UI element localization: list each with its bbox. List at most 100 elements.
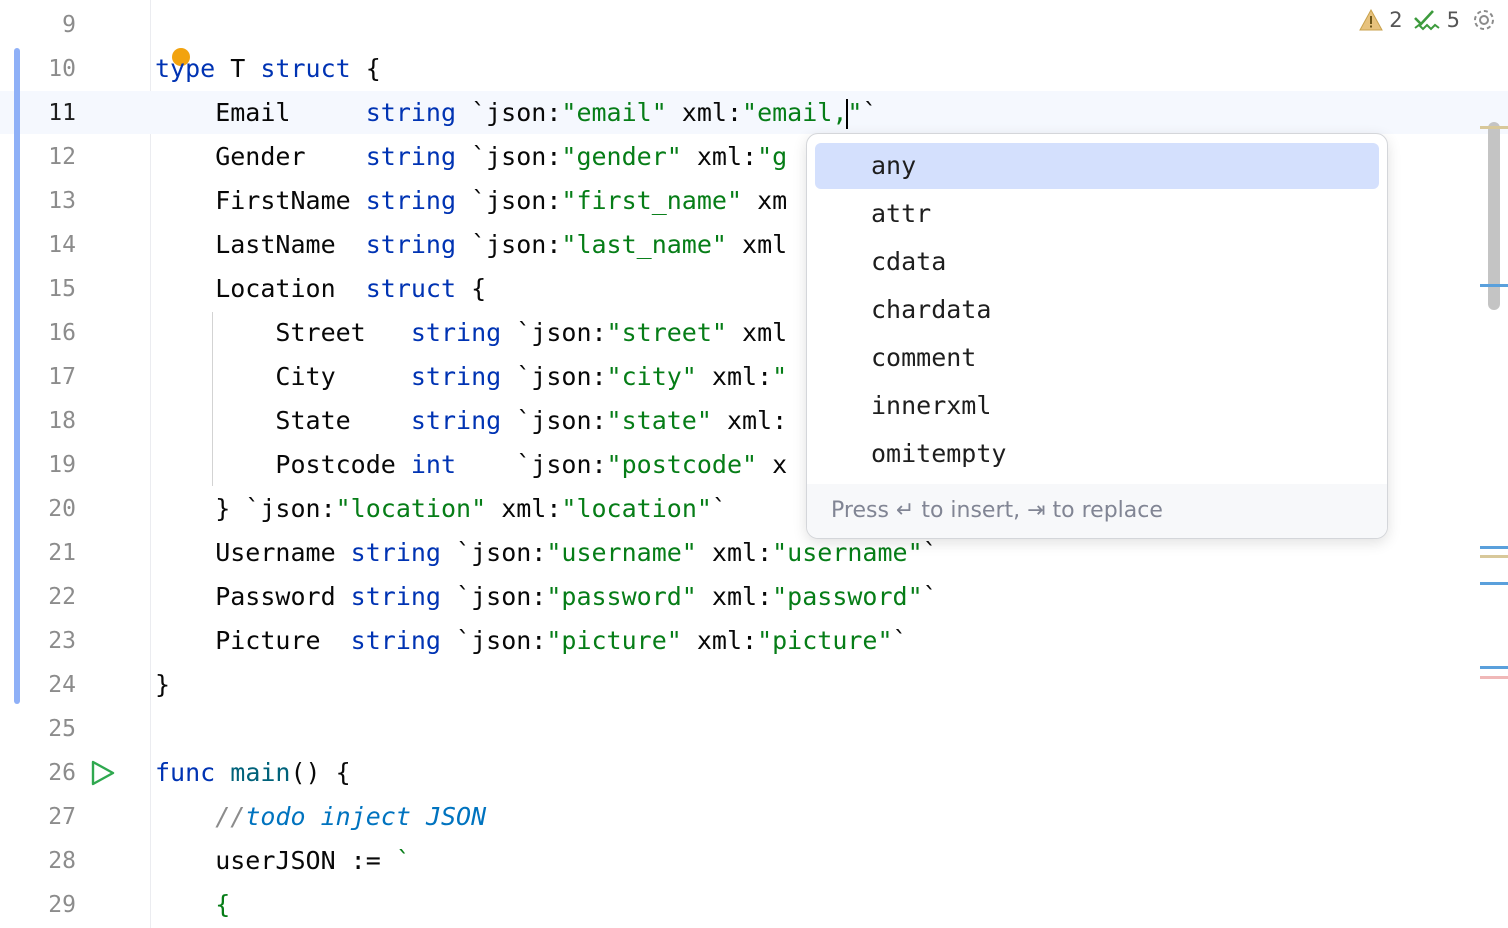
code-line-11[interactable]: Email string `json:"email" xml:"email,"` xyxy=(155,91,878,135)
line-number: 16 xyxy=(48,320,76,346)
field-name: Picture xyxy=(155,626,351,655)
code-text xyxy=(215,758,230,787)
code-line-29[interactable]: { xyxy=(155,883,230,927)
completion-item[interactable]: comment xyxy=(871,343,977,372)
string-literal: " xyxy=(847,98,863,127)
inspection-widget[interactable]: 2 5 xyxy=(1359,6,1498,34)
code-completion-popup[interactable]: any attr cdata chardata comment innerxml… xyxy=(806,133,1388,539)
field-name: City xyxy=(155,362,411,391)
code-text: xml: xyxy=(711,406,788,435)
completion-item-selected[interactable]: any xyxy=(815,143,1379,189)
code-line-13[interactable]: FirstName string `json:"first_name" xm xyxy=(155,179,787,223)
code-line-21[interactable]: Username string `json:"username" xml:"us… xyxy=(155,531,938,575)
code-text: xml: xyxy=(696,582,773,611)
code-line-16[interactable]: Street string `json:"street" xml xyxy=(155,311,787,355)
code-text: `json: xyxy=(456,230,562,259)
code-text: xml: xyxy=(681,142,758,171)
run-icon[interactable] xyxy=(89,759,117,787)
type-keyword: string xyxy=(350,626,441,655)
current-line-highlight xyxy=(0,91,1508,134)
line-number: 22 xyxy=(48,584,76,610)
code-line-28[interactable]: userJSON := ` xyxy=(155,839,411,883)
code-text: ` xyxy=(892,626,908,655)
type-keyword: string xyxy=(350,538,441,567)
code-text: `json: xyxy=(456,98,562,127)
error-stripe-marker[interactable] xyxy=(1480,284,1508,287)
error-stripe-marker[interactable] xyxy=(1480,555,1508,558)
warnings-indicator[interactable]: 2 xyxy=(1359,8,1403,32)
line-number: 14 xyxy=(48,232,76,258)
type-keyword: string xyxy=(365,186,457,215)
error-stripe-marker[interactable] xyxy=(1480,126,1508,129)
string-literal: "location" xyxy=(335,494,487,523)
completion-item[interactable]: chardata xyxy=(871,295,992,324)
type-name: T xyxy=(215,54,261,83)
completion-item[interactable]: cdata xyxy=(871,247,947,276)
code-line-10[interactable]: type T struct { xyxy=(155,47,381,91)
type-keyword: string xyxy=(410,406,502,435)
string-literal: "location" xyxy=(561,494,712,523)
string-literal: "state" xyxy=(606,406,712,435)
string-literal: ` xyxy=(395,846,411,875)
code-text: } `json: xyxy=(155,494,336,523)
code-line-22[interactable]: Password string `json:"password" xml:"pa… xyxy=(155,575,938,619)
code-line-26[interactable]: func main() { xyxy=(155,751,351,795)
gear-icon[interactable] xyxy=(1470,6,1498,34)
string-literal: " xyxy=(772,362,788,391)
code-text: xml: xyxy=(666,98,743,127)
error-stripe-marker[interactable] xyxy=(1480,676,1508,679)
code-text: { xyxy=(350,54,381,83)
string-literal: "g xyxy=(757,142,788,171)
string-literal: "username" xyxy=(772,538,923,567)
line-number: 23 xyxy=(48,628,76,654)
string-literal: "street" xyxy=(606,318,727,347)
field-name: LastName xyxy=(155,230,366,259)
code-line-23[interactable]: Picture string `json:"picture" xml:"pict… xyxy=(155,619,908,663)
code-text: x xyxy=(757,450,788,479)
completion-item[interactable]: innerxml xyxy=(871,391,992,420)
error-stripe-marker[interactable] xyxy=(1480,546,1508,549)
code-text: `json: xyxy=(456,450,607,479)
code-text: xml xyxy=(726,230,788,259)
type-keyword: string xyxy=(350,582,441,611)
vcs-change-bar[interactable] xyxy=(14,48,20,704)
vertical-scrollbar-thumb[interactable] xyxy=(1488,122,1500,310)
string-literal: "password" xyxy=(546,582,697,611)
completion-hint: Press ↵ to insert, ⇥ to replace xyxy=(807,484,1387,538)
code-line-15[interactable]: Location struct { xyxy=(155,267,486,311)
checks-indicator[interactable]: 5 xyxy=(1413,8,1460,32)
string-literal: "first_name" xyxy=(561,186,743,215)
code-text: userJSON := xyxy=(155,846,396,875)
code-text: `json: xyxy=(456,142,562,171)
comment: // xyxy=(215,802,246,831)
function-name: main xyxy=(230,758,291,787)
code-line-17[interactable]: City string `json:"city" xml:" xyxy=(155,355,787,399)
code-line-14[interactable]: LastName string `json:"last_name" xml xyxy=(155,223,787,267)
line-number-current: 11 xyxy=(48,100,76,126)
code-text: xml: xyxy=(486,494,562,523)
completion-item[interactable]: attr xyxy=(871,199,932,228)
code-line-27[interactable]: //todo inject JSON xyxy=(155,795,486,839)
code-line-19[interactable]: Postcode int `json:"postcode" x xyxy=(155,443,787,487)
field-name: Username xyxy=(155,538,351,567)
line-number: 18 xyxy=(48,408,76,434)
indent-guide xyxy=(212,312,213,486)
error-stripe-marker[interactable] xyxy=(1480,582,1508,585)
checks-count: 5 xyxy=(1446,8,1460,32)
code-text: xml: xyxy=(696,362,773,391)
code-text: `json: xyxy=(501,406,607,435)
line-number: 17 xyxy=(48,364,76,390)
code-line-20[interactable]: } `json:"location" xml:"location"` xyxy=(155,487,727,531)
line-number: 9 xyxy=(62,12,76,38)
type-keyword: string xyxy=(410,318,502,347)
intention-bulb-icon[interactable] xyxy=(172,48,190,66)
string-literal: "gender" xyxy=(561,142,682,171)
field-name: Street xyxy=(155,318,411,347)
code-line-18[interactable]: State string `json:"state" xml: xyxy=(155,399,787,443)
code-line-12[interactable]: Gender string `json:"gender" xml:"g xyxy=(155,135,787,179)
error-stripe-marker[interactable] xyxy=(1480,666,1508,669)
code-text: `json: xyxy=(440,626,547,655)
completion-item[interactable]: omitempty xyxy=(871,439,1007,468)
code-text: () { xyxy=(290,758,351,787)
code-line-24[interactable]: } xyxy=(155,663,170,707)
